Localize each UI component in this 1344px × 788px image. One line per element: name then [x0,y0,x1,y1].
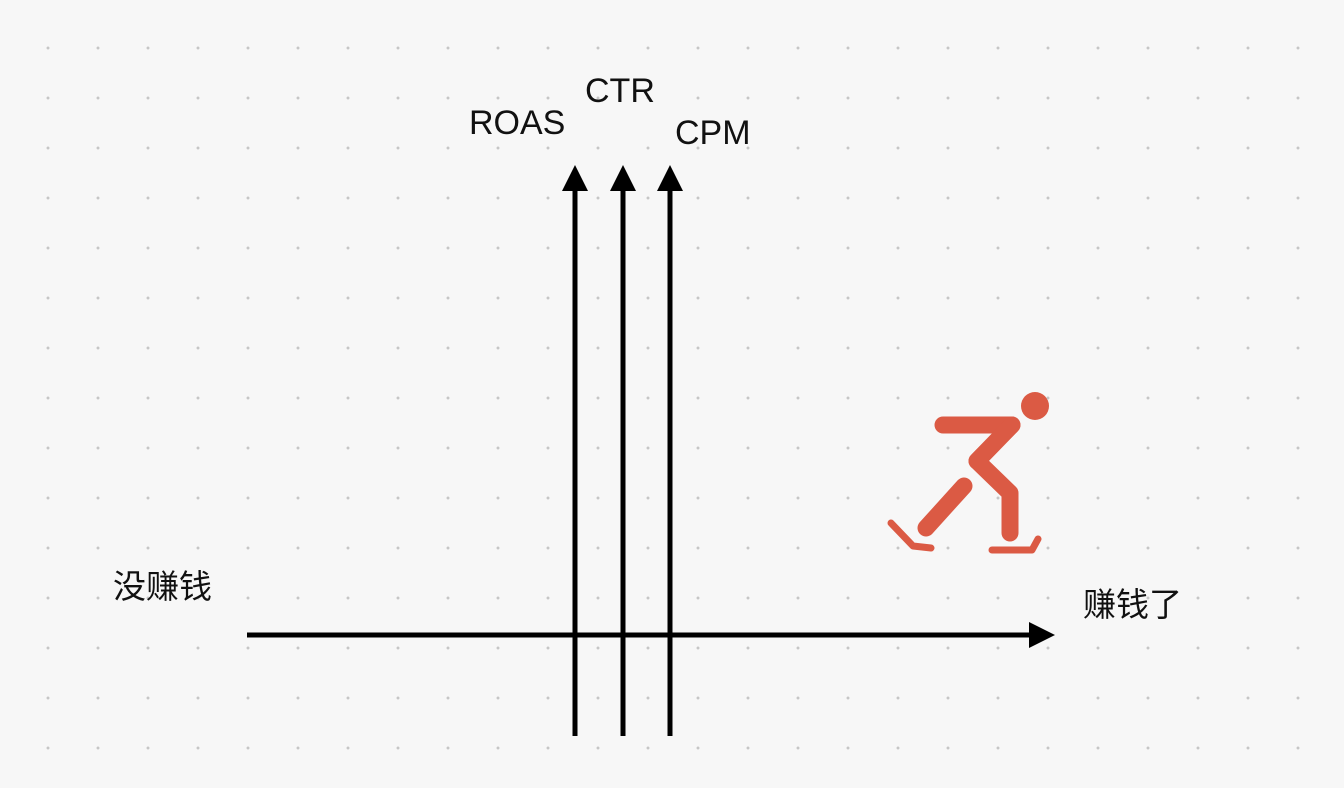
vertical-axis-cpm [657,165,683,736]
cpm-label: CPM [675,114,751,152]
roas-label: ROAS [469,104,566,142]
cpm-arrowhead [657,165,683,191]
ice-skater-icon [887,392,1049,554]
ctr-label: CTR [585,72,655,110]
ctr-arrowhead [610,165,636,191]
roas-arrowhead [562,165,588,191]
horizontal-arrowhead [1029,622,1055,648]
earning-label: 赚钱了 [1083,585,1182,624]
not-earning-label: 没赚钱 [113,567,212,606]
vertical-axis-ctr [610,165,636,736]
vertical-axis-roas [562,165,588,736]
horizontal-axis [247,622,1055,648]
